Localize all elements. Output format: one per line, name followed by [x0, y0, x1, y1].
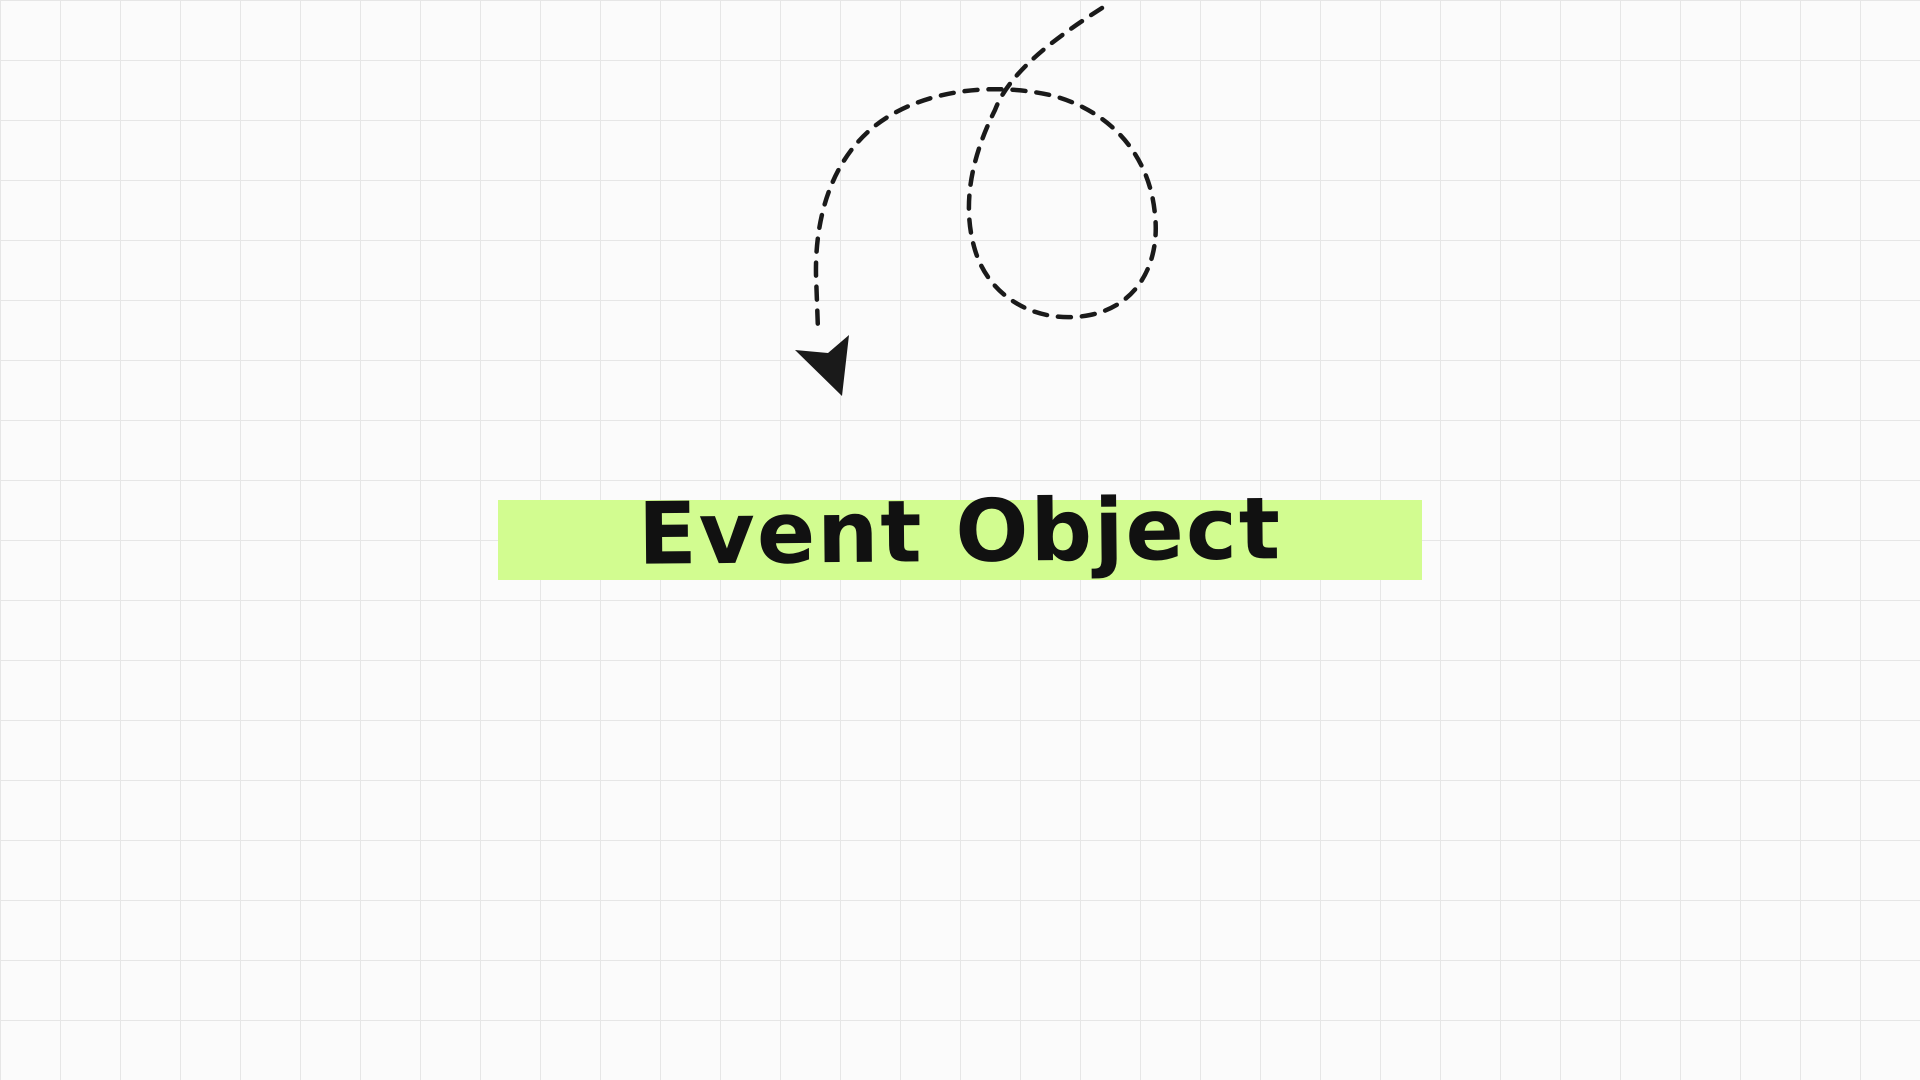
dashed-arrow-path	[813, 5, 1158, 333]
arrowhead-icon	[795, 335, 849, 396]
page-title: Event Object	[637, 479, 1283, 585]
title-highlight: Event Object	[498, 479, 1422, 585]
